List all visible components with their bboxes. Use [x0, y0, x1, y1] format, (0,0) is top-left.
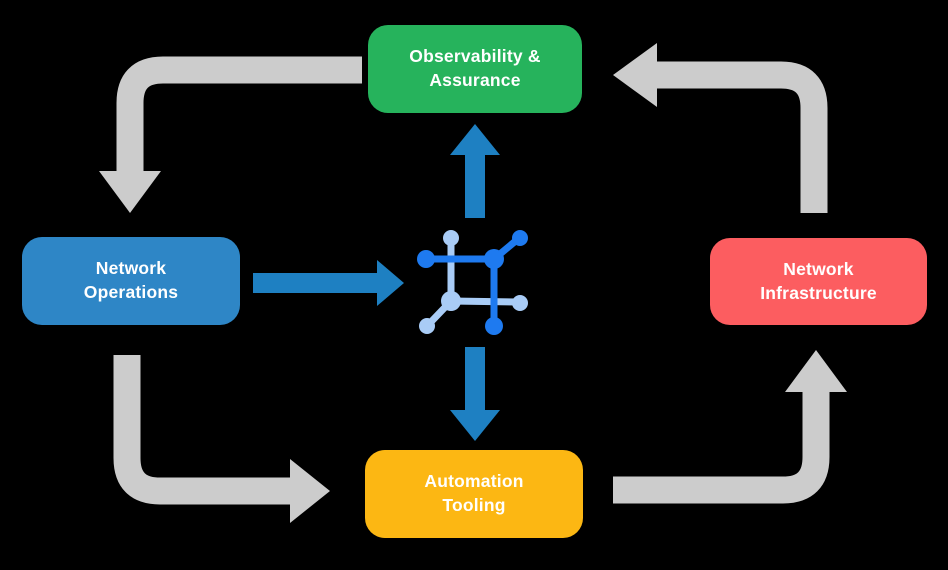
node-label-line: Assurance — [429, 70, 521, 90]
node-observability-assurance: Observability & Assurance — [368, 25, 582, 113]
arrow-hub-to-automation — [450, 347, 500, 441]
arrow-infrastructure-to-observability — [613, 43, 828, 213]
node-automation-tooling: Automation Tooling — [365, 450, 583, 538]
node-label-line: Tooling — [442, 495, 506, 515]
arrow-automation-to-infrastructure — [613, 350, 847, 504]
node-label-line: Network — [95, 258, 167, 279]
arrow-hub-to-observability — [450, 124, 500, 218]
node-label-line: Network — [783, 258, 854, 279]
node-label-line: Infrastructure — [760, 282, 877, 303]
node-label-line: Operations — [83, 282, 179, 302]
node-label-line: Observability & — [409, 46, 541, 67]
arrow-observability-to-operations — [99, 56, 362, 213]
node-network-infrastructure: Network Infrastructure — [710, 238, 927, 325]
node-label-line: Automation — [424, 471, 524, 492]
arrow-operations-to-hub — [253, 260, 404, 306]
arrow-operations-to-automation — [113, 355, 330, 523]
node-network-operations: Network Operations — [22, 237, 240, 325]
network-fabric-icon — [417, 230, 528, 335]
